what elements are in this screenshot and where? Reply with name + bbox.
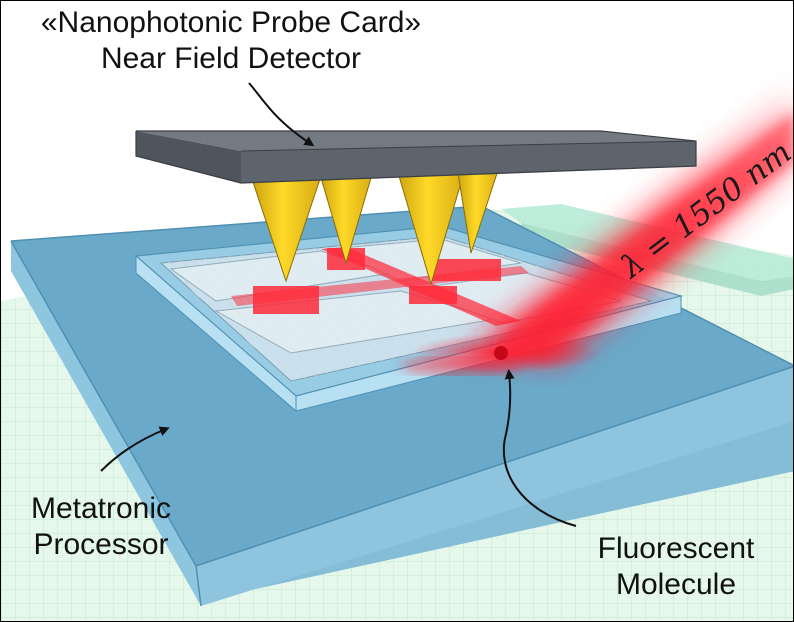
probe-card-plate (135, 130, 697, 184)
molecule-label: Fluorescent Molecule (576, 531, 776, 603)
field-spot-1 (253, 286, 319, 314)
molecule-line1: Fluorescent (597, 532, 755, 565)
field-spot-3 (431, 259, 501, 281)
field-spot-4 (409, 286, 457, 304)
probe-card-title: «Nanophotonic Probe Card» Near Field Det… (11, 5, 451, 77)
probe-card-line2: Near Field Detector (100, 42, 362, 75)
processor-line1: Metatronic (30, 492, 172, 525)
processor-line2: Processor (33, 528, 169, 561)
processor-label: Metatronic Processor (1, 491, 201, 563)
probe-tips (250, 160, 502, 286)
fluorescent-molecule (494, 346, 508, 360)
laser-beam (401, 92, 793, 374)
probe-card-arrow (248, 82, 315, 147)
annotation-arrows (100, 82, 577, 527)
red-field-waveguides (231, 247, 529, 326)
processor-arrow (100, 426, 170, 472)
probe-card-line1: «Nanophotonic Probe Card» (40, 6, 422, 39)
molecule-arrow (502, 369, 577, 527)
molecule-line2: Molecule (615, 568, 737, 601)
